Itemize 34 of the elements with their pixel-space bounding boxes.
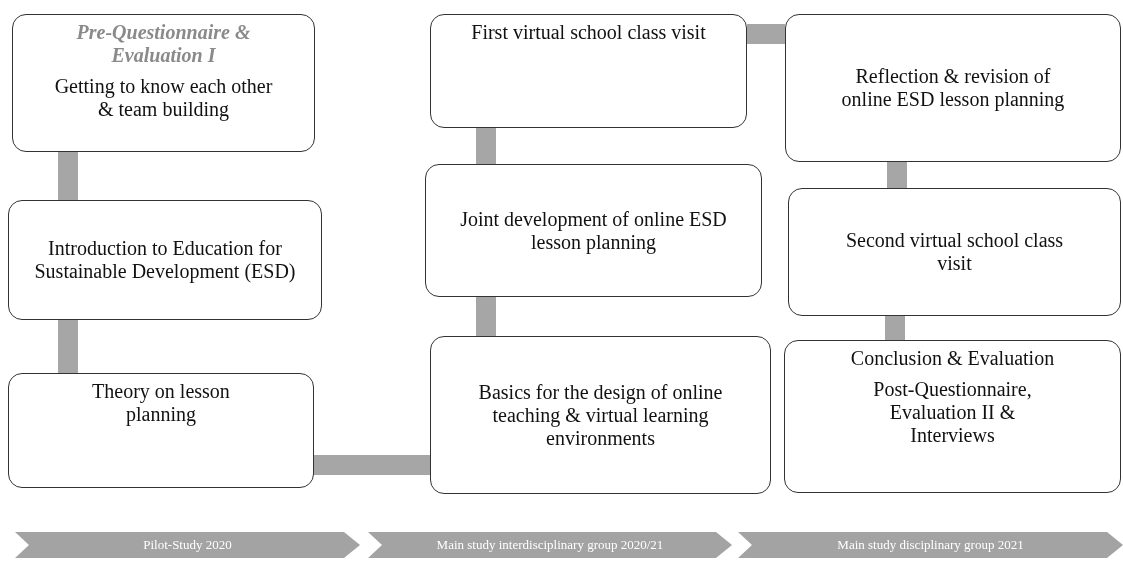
- phase-band: [738, 532, 1123, 558]
- connector-bar: [476, 128, 496, 164]
- process-box: [430, 14, 747, 128]
- process-box: [8, 200, 322, 320]
- box-text: Introduction to Education for Sustainable Development (ESD): [33, 237, 297, 283]
- process-box: [8, 373, 314, 488]
- connector-bar: [476, 297, 496, 336]
- box-text: Basics for the design of online teaching & virtual learning environments: [477, 380, 724, 450]
- box-text: Post-Questionnaire, Evaluation II & Interviews: [872, 378, 1033, 447]
- box-text: Joint development of online ESD lesson planning: [459, 207, 728, 254]
- connector-bar: [58, 320, 78, 373]
- phase-label: Main study interdisciplinary group 2020/21: [436, 537, 664, 553]
- phase-band: [368, 532, 732, 558]
- phase-band: [15, 532, 360, 558]
- phase-label: Main study disciplinary group 2021: [837, 537, 1024, 553]
- process-box: [785, 14, 1121, 162]
- phase-label: Pilot-Study 2020: [143, 537, 232, 553]
- box-heading: Pre-Questionnaire & Evaluation I: [75, 21, 252, 67]
- connector-bar: [314, 455, 430, 475]
- box-text: Second virtual school class visit: [844, 229, 1065, 275]
- box-text: Reflection & revision of online ESD lesson planning: [840, 65, 1066, 111]
- connector-bar: [885, 316, 905, 340]
- box-text: Getting to know each other & team building: [53, 75, 274, 121]
- process-box: [12, 14, 315, 152]
- process-box: [788, 188, 1121, 316]
- process-box: [430, 336, 771, 494]
- box-heading: Conclusion & Evaluation: [850, 347, 1055, 370]
- connector-bar: [747, 24, 785, 44]
- box-text: Theory on lesson planning: [91, 380, 231, 426]
- connector-bar: [58, 152, 78, 200]
- process-box: [425, 164, 762, 297]
- process-box: [784, 340, 1121, 493]
- connector-bar: [887, 162, 907, 188]
- box-text: First virtual school class visit: [471, 21, 706, 44]
